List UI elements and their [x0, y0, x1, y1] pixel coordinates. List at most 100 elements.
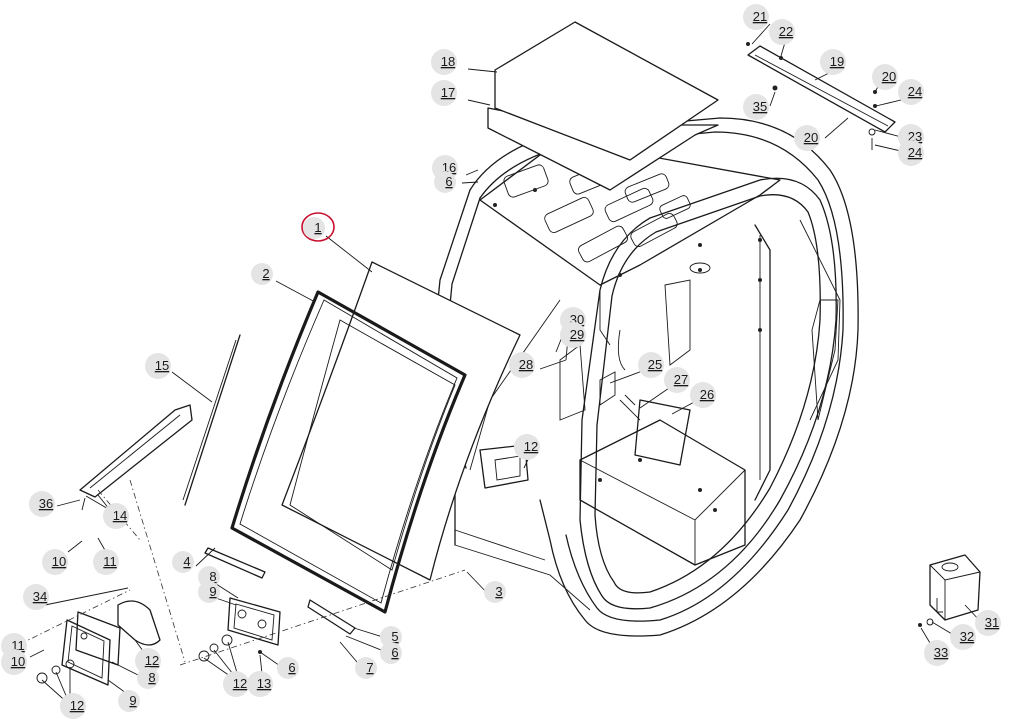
callout-number: 35	[753, 99, 767, 114]
callout-number: 5	[391, 629, 398, 644]
callout-number: 6	[288, 660, 295, 675]
callout-lbl-24b: 24	[898, 140, 924, 166]
callout-number: 24	[908, 84, 922, 99]
callout-number: 36	[39, 496, 53, 511]
callout-bubble	[690, 382, 716, 408]
callout-bubble	[355, 657, 377, 679]
callout-bubble	[60, 693, 86, 719]
callout-number: 18	[441, 54, 455, 69]
callout-number: 6	[445, 174, 452, 189]
callout-lbl-10a: 10	[42, 549, 68, 575]
callout-number: 20	[882, 69, 896, 84]
callout-lbl-5: 5	[380, 626, 402, 648]
callout-bubble	[431, 80, 457, 106]
callout-number: 25	[648, 357, 662, 372]
callout-bubble	[743, 94, 769, 120]
callout-number: 9	[209, 584, 216, 599]
callout-number: 11	[103, 554, 117, 569]
callout-bubble	[223, 671, 249, 697]
callout-bubble	[277, 657, 299, 679]
callout-lbl-28: 28	[509, 352, 535, 378]
callout-number: 22	[779, 24, 793, 39]
callout-lbl-6b: 6	[380, 642, 402, 664]
callout-bubble	[794, 125, 820, 151]
callout-number: 9	[129, 693, 136, 708]
callout-number: 14	[113, 508, 127, 523]
callout-lbl-4: 4	[172, 551, 194, 573]
callout-bubble	[509, 352, 535, 378]
callout-lbl-6a: 6	[434, 171, 456, 193]
callout-lbl-8b: 8	[137, 667, 159, 689]
callout-bubble	[769, 19, 795, 45]
callout-number: 1	[314, 220, 321, 235]
callout-bubble	[975, 610, 1001, 636]
callout-lbl-35: 35	[743, 94, 769, 120]
callout-lbl-20b: 20	[794, 125, 820, 151]
callout-lbl-19: 19	[820, 49, 846, 75]
callout-number: 6	[391, 645, 398, 660]
callout-lbl-21a: 21	[743, 4, 769, 30]
callout-lbl-32: 32	[950, 624, 976, 650]
callout-bubble	[303, 217, 325, 239]
callout-number: 10	[11, 654, 25, 669]
callout-number: 19	[830, 54, 844, 69]
callout-lbl-6c: 6	[277, 657, 299, 679]
callout-number: 34	[33, 589, 47, 604]
callout-bubble	[950, 624, 976, 650]
roof-panels	[487, 21, 719, 191]
callout-number: 3	[495, 584, 502, 599]
callout-lbl-18: 18	[431, 49, 457, 75]
callout-bubble	[664, 367, 690, 393]
callout-bubble	[42, 549, 68, 575]
callout-bubble	[137, 667, 159, 689]
callout-number: 13	[257, 676, 271, 691]
callout-number: 28	[519, 357, 533, 372]
rail-bracket-19	[746, 42, 896, 150]
callout-number: 29	[570, 327, 584, 342]
callout-number: 2	[262, 266, 269, 281]
wiper-assembly	[79, 334, 241, 511]
callout-number: 21	[753, 9, 767, 24]
callout-number: 12	[233, 676, 247, 691]
callout-number: 24	[908, 145, 922, 160]
callout-number: 17	[441, 85, 455, 100]
callout-lbl-1: 1	[303, 217, 325, 239]
callout-number: 32	[960, 629, 974, 644]
callout-lbl-15: 15	[145, 353, 171, 379]
callout-number: 27	[674, 372, 688, 387]
callout-lbl-33: 33	[924, 640, 950, 666]
callout-bubble	[484, 581, 506, 603]
callout-number: 12	[524, 439, 538, 454]
callout-bubble	[924, 640, 950, 666]
wiper-blades	[204, 547, 356, 635]
callout-number: 15	[155, 358, 169, 373]
callout-lbl-27: 27	[664, 367, 690, 393]
callout-lbl-24a: 24	[898, 79, 924, 105]
highlight-ring-part-1	[301, 212, 335, 242]
callout-bubble	[251, 263, 273, 285]
callout-number: 26	[700, 387, 714, 402]
lamp-assembly-center	[198, 597, 281, 662]
callout-number: 20	[804, 130, 818, 145]
callout-bubble	[172, 551, 194, 573]
callout-number: 31	[985, 615, 999, 630]
callout-number: 33	[934, 645, 948, 660]
callout-bubble	[93, 549, 119, 575]
callout-lbl-12b: 12	[135, 648, 161, 674]
callout-lbl-20a: 20	[872, 64, 898, 90]
callout-bubble	[135, 648, 161, 674]
callout-lbl-12a: 12	[514, 434, 540, 460]
window-seal-2	[230, 290, 467, 614]
callout-bubble	[198, 581, 220, 603]
callout-lbl-36: 36	[29, 491, 55, 517]
callout-lbl-12d: 12	[60, 693, 86, 719]
callout-lbl-14: 14	[103, 503, 129, 529]
callout-number: 8	[209, 569, 216, 584]
callout-bubble	[29, 491, 55, 517]
callout-bubble	[820, 49, 846, 75]
callout-bubble	[23, 584, 49, 610]
callout-bubble	[638, 352, 664, 378]
callout-lbl-9b: 9	[118, 690, 140, 712]
